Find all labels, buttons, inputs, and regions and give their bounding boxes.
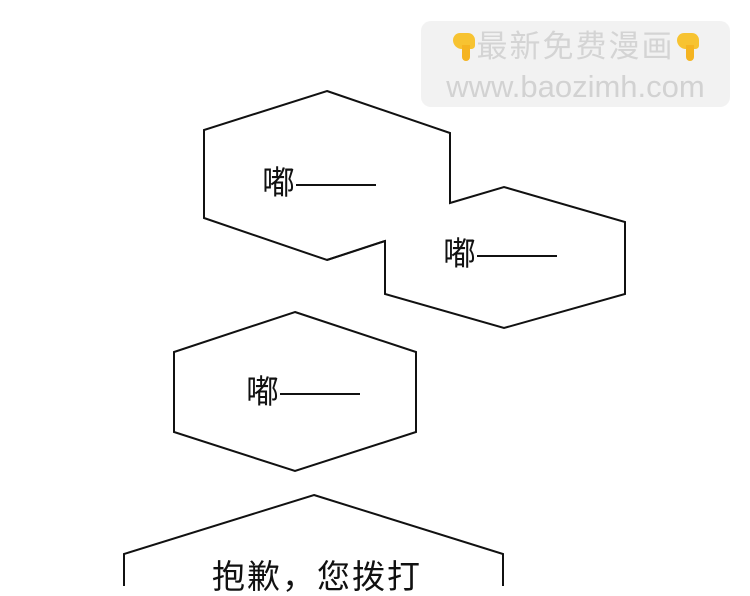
bubble-1-text: 嘟 xyxy=(262,166,376,199)
bubble-4-text: 抱歉，您拨打 xyxy=(212,557,422,596)
dash-line xyxy=(280,392,360,395)
watermark-title-text: 最新免费漫画 xyxy=(476,29,675,65)
bubble-1-2-divider xyxy=(326,240,386,261)
bubble-4-outline xyxy=(123,493,504,586)
bubble-3-outline xyxy=(173,310,417,473)
bubble-2-text: 嘟 xyxy=(443,237,557,270)
watermark: 最新免费漫画 www.baozimh.com xyxy=(421,21,730,107)
dash-line xyxy=(296,183,376,186)
sound-effect-text: 嘟 xyxy=(262,163,295,202)
watermark-url: www.baozimh.com xyxy=(446,69,705,104)
bubble-1-outline xyxy=(203,89,626,330)
pointing-down-hand-icon xyxy=(675,31,701,61)
sound-effect-text: 嘟 xyxy=(246,372,279,411)
dash-line xyxy=(477,254,557,257)
sound-effect-text: 嘟 xyxy=(443,234,476,273)
bubble-3-text: 嘟 xyxy=(246,375,360,408)
pointing-down-hand-icon xyxy=(451,31,477,61)
watermark-title: 最新免费漫画 xyxy=(421,31,730,63)
